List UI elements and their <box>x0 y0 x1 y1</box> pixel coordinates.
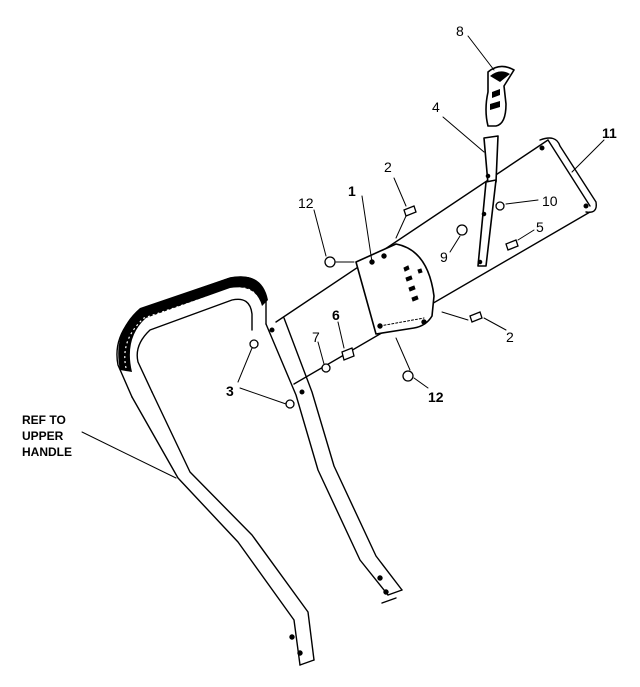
hardware <box>237 177 539 409</box>
callout-12-bottom: 12 <box>428 389 444 405</box>
callout-2-top: 2 <box>384 159 392 175</box>
ref-leader <box>81 431 177 479</box>
callout-9: 9 <box>440 249 448 265</box>
callout-8: 8 <box>456 23 464 39</box>
callout-3: 3 <box>226 383 234 399</box>
shift-plate <box>355 195 435 335</box>
ref-note-line-3: HANDLE <box>22 445 72 459</box>
ref-note-line-2: UPPER <box>22 429 64 443</box>
callout-12-top: 12 <box>298 195 314 211</box>
shift-lever <box>442 116 499 267</box>
callout-4: 4 <box>432 99 440 115</box>
ref-note-line-1: REF TO <box>22 413 66 427</box>
lower-handle <box>131 317 403 666</box>
callout-7: 7 <box>312 329 320 345</box>
part-11-indicator <box>571 139 605 173</box>
callout-1: 1 <box>348 183 356 199</box>
cross-panel-outline <box>275 137 597 385</box>
callout-11: 11 <box>602 125 617 141</box>
handle-grip <box>116 276 268 398</box>
callout-2-right: 2 <box>506 329 514 345</box>
callout-10: 10 <box>542 193 558 209</box>
callout-6: 6 <box>332 307 340 323</box>
shift-knob <box>467 35 515 127</box>
callout-5: 5 <box>536 219 544 235</box>
